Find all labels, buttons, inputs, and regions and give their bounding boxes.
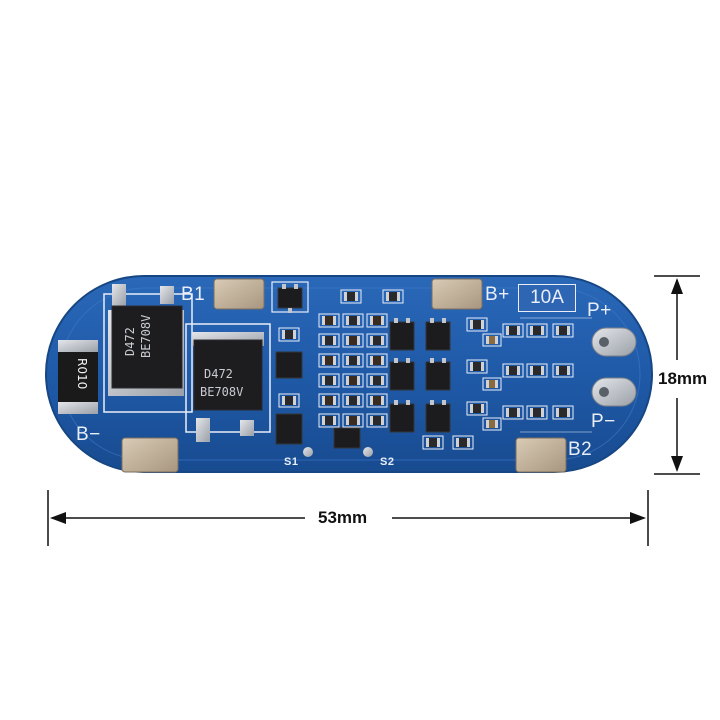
smd-part [366, 353, 388, 368]
label-p-plus: P+ [587, 300, 612, 321]
b2-pad [515, 437, 567, 473]
height-dimension-label: 18mm [654, 369, 712, 389]
shunt-marking: R010 [75, 358, 89, 390]
mosfet-2 [192, 332, 264, 442]
smd-part [366, 313, 388, 328]
smd-part [366, 373, 388, 388]
smd-part [526, 363, 548, 378]
mosfet-2-code: D472 [204, 367, 233, 381]
smd-part [502, 363, 524, 378]
smd-part [366, 333, 388, 348]
width-dimension-label: 53mm [314, 508, 372, 528]
smd-part [552, 405, 574, 420]
smd-part [342, 353, 364, 368]
label-b2: B2 [568, 439, 593, 460]
height-dimension [654, 275, 700, 475]
smd-part [526, 405, 548, 420]
smd-part [502, 405, 524, 420]
p-minus-pad [591, 377, 637, 407]
smd-part [340, 289, 362, 304]
smd-part [278, 393, 300, 408]
b1-pad [213, 278, 265, 310]
mosfet-1-code: D472 [123, 327, 137, 356]
width-dimension [47, 490, 649, 546]
smd-part [318, 393, 340, 408]
mosfet-1 [108, 284, 184, 396]
b-minus-pad [121, 437, 179, 473]
smd-part [466, 317, 488, 332]
smd-passives [278, 289, 574, 450]
smd-part [526, 323, 548, 338]
smd-part [318, 413, 340, 428]
smd-part [342, 413, 364, 428]
smd-part [482, 377, 502, 391]
label-b-minus: B− [76, 424, 101, 445]
shunt-resistor [58, 340, 98, 414]
smd-part [342, 333, 364, 348]
label-s2: S2 [380, 456, 395, 468]
mosfet-2-date: BE708V [200, 385, 244, 399]
smd-part [452, 435, 474, 450]
smd-part [552, 323, 574, 338]
smd-part [366, 413, 388, 428]
label-b1: B1 [181, 284, 206, 305]
smd-part [422, 435, 444, 450]
smd-part [318, 313, 340, 328]
smd-part [318, 353, 340, 368]
mosfet-1-date: BE708V [139, 314, 153, 358]
smd-part [382, 289, 404, 304]
smd-part [466, 359, 488, 374]
smd-part [466, 401, 488, 416]
smd-part [318, 333, 340, 348]
smd-part [482, 333, 502, 347]
current-rating-label: 10A [518, 284, 576, 312]
p-plus-pad [591, 327, 637, 357]
smd-part [318, 373, 340, 388]
label-p-minus: P− [591, 411, 616, 432]
ic-chips [275, 287, 451, 449]
smd-part [552, 363, 574, 378]
smd-part [342, 313, 364, 328]
smd-part [482, 417, 502, 431]
b-plus-pad [431, 278, 483, 310]
smd-part [342, 373, 364, 388]
smd-part [342, 393, 364, 408]
smd-part [278, 327, 300, 342]
label-b-plus: B+ [485, 284, 510, 305]
smd-part [502, 323, 524, 338]
label-s1: S1 [284, 456, 299, 468]
smd-part [366, 393, 388, 408]
